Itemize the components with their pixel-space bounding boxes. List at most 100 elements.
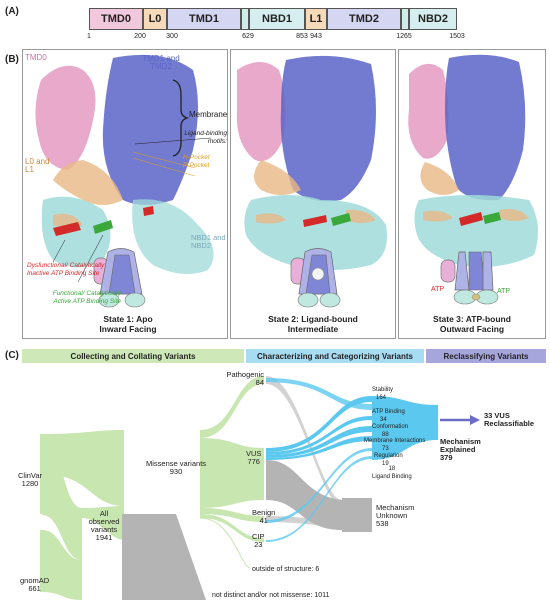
clinvar-label: ClinVar — [18, 471, 43, 480]
l0l1-label: L0 and L1 — [25, 157, 50, 174]
vus-node: VUS 776 — [246, 450, 261, 466]
gnomad-value: 661 — [28, 584, 41, 593]
mech-unknown-value: 538 — [376, 519, 389, 528]
not-distinct-label: not distinct and/or not missense: 1011 — [212, 592, 330, 599]
flow-pathogenic-explained — [266, 378, 372, 410]
missense-label: Missense variants — [146, 459, 207, 468]
state2-panel: State 2: Ligand-bound Intermediate — [230, 49, 396, 339]
cip-node: CIP 23 — [252, 533, 265, 549]
cip-label: CIP — [252, 532, 265, 541]
mechanism-explained-node: Mechanism Explained 379 — [440, 438, 481, 462]
mech-explained-line2: Explained — [440, 445, 476, 454]
mech-unknown-line2: Unknown — [376, 511, 408, 520]
state3-line1: State 3: ATP-bound — [433, 314, 511, 324]
flow-stability — [266, 396, 372, 452]
clinvar-value: 1280 — [21, 479, 39, 488]
stability-label: Stability — [372, 387, 394, 393]
domain-tick: 629 — [242, 33, 254, 40]
domain-linker-3 — [241, 8, 249, 30]
conformation-value: 88 — [382, 432, 389, 438]
flow-conformation — [266, 426, 372, 458]
flow-missense-outside — [199, 517, 251, 569]
panel-c-label: (C) — [5, 350, 19, 361]
ligand-binding-value: 18 — [388, 466, 396, 472]
state2-structure — [236, 55, 387, 308]
vus-label: VUS — [246, 449, 262, 458]
dysfunctional-site-label: Dysfunctional/ Catalytically Inactive AT… — [27, 262, 105, 277]
mechanism-unknown-node: Mechanism Unknown 538 — [376, 504, 414, 528]
domain-tmd0: TMD0 — [89, 8, 143, 30]
stability-value: 164 — [376, 395, 387, 401]
observed-value: 1941 — [95, 533, 113, 542]
atp-left-label: ATP — [431, 286, 445, 293]
membrane-label: Membrane — [189, 110, 228, 119]
observed-label: All observed variants — [88, 509, 120, 534]
domain-tick: 200 — [134, 33, 146, 40]
flow-clinvar-missense — [42, 430, 124, 506]
membrane-interactions-label: Membrane Interactions — [364, 438, 426, 444]
outside-label: outside of structure: 6 — [252, 566, 320, 573]
benign-node: Benign 41 — [252, 509, 275, 525]
membrane-interactions-value: 73 — [382, 446, 389, 452]
flow-gnomad-observed — [42, 530, 82, 600]
pathogenic-label: Pathogenic — [226, 370, 264, 379]
flow-missense-benign — [200, 508, 264, 522]
vus-reclassifiable-node: 33 VUS Reclassifiable — [484, 412, 534, 428]
regulation-node: Regulation 19 — [374, 452, 403, 468]
flow-missense-cip — [200, 514, 264, 542]
domain-tmd1: TMD1 — [167, 8, 241, 30]
domain-nbd2: NBD2 — [409, 8, 457, 30]
missense-value: 930 — [169, 467, 183, 476]
missense-node: Missense variants 930 — [146, 460, 206, 476]
membrane-node: Membrane Interactions 73 — [364, 437, 425, 453]
domain-tmd2: TMD2 — [327, 8, 401, 30]
state1-line2: Inward Facing — [99, 324, 157, 334]
state1-line1: State 1: Apo — [103, 314, 153, 324]
regulation-label: Regulation — [374, 453, 403, 459]
state3-label: State 3: ATP-bound Outward Facing — [399, 314, 545, 334]
vus-reclass-line2: Reclassifiable — [484, 419, 535, 428]
domain-l0: L0 — [143, 8, 167, 30]
state1-label: State 1: Apo Inward Facing — [83, 314, 173, 334]
domain-tick: 1 — [87, 33, 91, 40]
atp-binding-label: ATP Binding — [372, 409, 405, 415]
clinvar-node: ClinVar 1280 — [18, 472, 42, 488]
nbd12-label: NBD1 and NBD2 — [191, 233, 226, 250]
header-characterize: Characterizing and Categorizing Variants — [246, 349, 424, 363]
tmd12-label: TMD1 and TMD2 — [142, 54, 180, 71]
vus-reclass-line1: 33 VUS — [484, 411, 510, 420]
domain-l1: L1 — [305, 8, 327, 30]
flow-missense-vus — [200, 438, 264, 508]
atp-right-label: ATP — [497, 288, 511, 295]
panel-a-label: (A) — [5, 6, 19, 17]
domain-tick: 300 — [166, 33, 178, 40]
mech-explained-value: 379 — [440, 453, 453, 462]
mech-explained-line1: Mechanism — [440, 437, 481, 446]
tmd0-label: TMD0 — [25, 53, 47, 62]
p-pocket-label: P-Pocket — [183, 162, 210, 169]
node-unknown-bar — [342, 498, 372, 532]
flow-membrane — [266, 436, 372, 460]
flow-observed-missense — [82, 506, 124, 540]
ligand-binding-node: 18 Ligand Binding — [372, 465, 412, 481]
state1-panel: TMD0 TMD1 and TMD2 Membrane Ligand-bindi… — [22, 49, 228, 339]
state3-line2: Outward Facing — [439, 324, 505, 334]
domain-tick: 1503 — [449, 33, 465, 40]
state2-line2: Intermediate — [287, 324, 339, 334]
flow-not-distinct — [122, 514, 206, 600]
flow-atp-binding — [266, 416, 372, 455]
domain-tick: 1265 — [396, 33, 412, 40]
atp-binding-node: ATP Binding 34 — [372, 408, 405, 424]
benign-label: Benign — [252, 508, 276, 517]
stability-node: Stability 164 — [372, 386, 393, 402]
ligand-binding-label: Ligand Binding — [372, 474, 412, 480]
header-reclassify: Reclassifying Variants — [426, 349, 546, 363]
flow-to-explained — [372, 396, 438, 460]
panel-b-label: (B) — [5, 54, 19, 65]
domain-tick: 853 — [296, 33, 308, 40]
gnomad-label: gnomAD — [20, 576, 50, 585]
conformation-node: Conformation 88 — [372, 423, 408, 439]
domain-linker-7 — [401, 8, 409, 30]
